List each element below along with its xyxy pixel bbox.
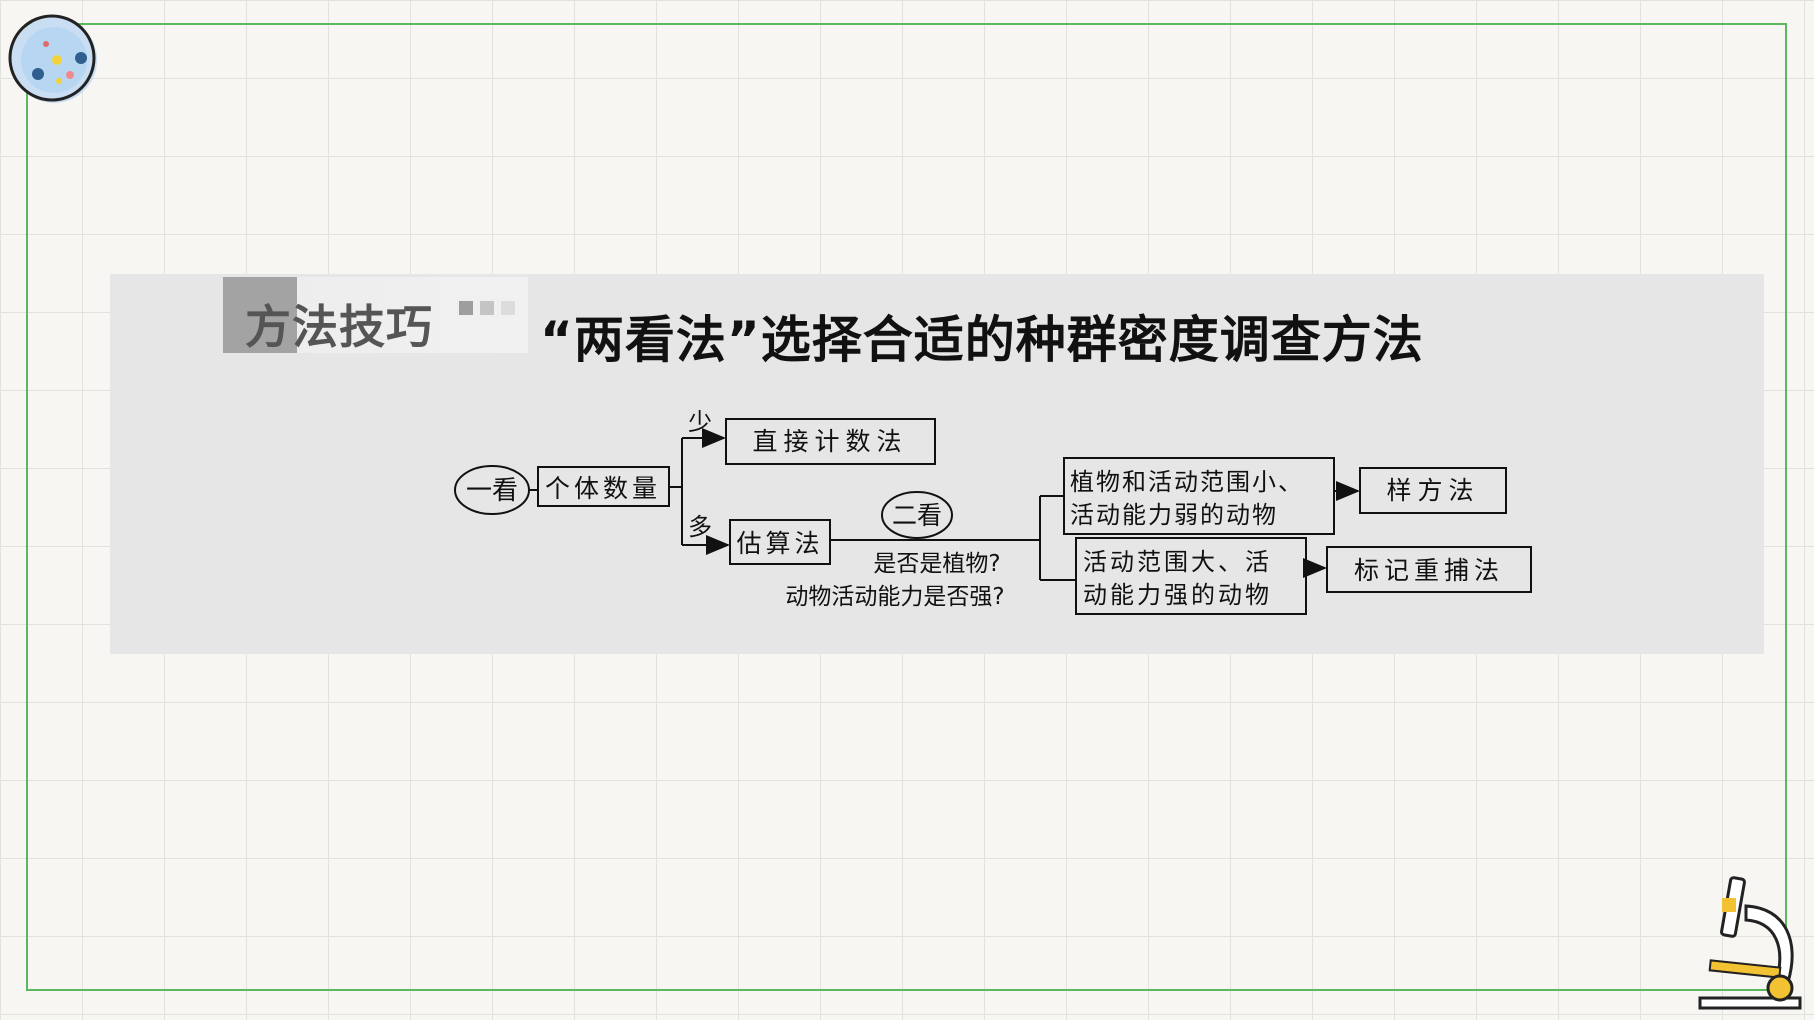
look-two-label: 二看 xyxy=(892,501,942,530)
question-activity-label: 动物活动能力是否强? xyxy=(785,584,1004,610)
estimation-label: 估算法 xyxy=(736,529,823,558)
quadrat-method-box xyxy=(1359,467,1507,514)
individual-count-label: 个体数量 xyxy=(545,474,661,503)
look-two-oval xyxy=(881,491,953,539)
slide-frame xyxy=(26,23,1787,991)
condition-weak-line1: 植物和活动范围小、 xyxy=(1070,468,1304,496)
condition-strong-line1: 活动范围大、活 xyxy=(1083,548,1272,576)
petri-dish-icon xyxy=(8,14,97,103)
estimation-box xyxy=(729,519,831,565)
quadrat-method-label: 样方法 xyxy=(1386,476,1479,505)
direct-count-box xyxy=(725,418,936,465)
condition-weak-line2: 活动能力弱的动物 xyxy=(1070,501,1278,529)
mark-recapture-box xyxy=(1326,546,1532,593)
question-plant-label: 是否是植物? xyxy=(873,551,1000,577)
tag-decoration xyxy=(459,301,515,315)
section-tag: 方法技巧 xyxy=(223,277,528,354)
tag-accent-block xyxy=(223,277,297,353)
mark-recapture-label: 标记重捕法 xyxy=(1354,556,1504,585)
branch-many-label: 多 xyxy=(688,513,712,541)
slide-title: “两看法”选择合适的种群密度调查方法 xyxy=(540,311,1424,369)
look-one-label: 一看 xyxy=(466,476,518,506)
condition-strong-line2: 动能力强的动物 xyxy=(1083,581,1272,609)
tag-label: 方法技巧 xyxy=(245,300,433,354)
branch-few-label: 少 xyxy=(688,408,712,436)
direct-count-label: 直接计数法 xyxy=(752,427,907,456)
microscope-icon xyxy=(1698,876,1802,1010)
